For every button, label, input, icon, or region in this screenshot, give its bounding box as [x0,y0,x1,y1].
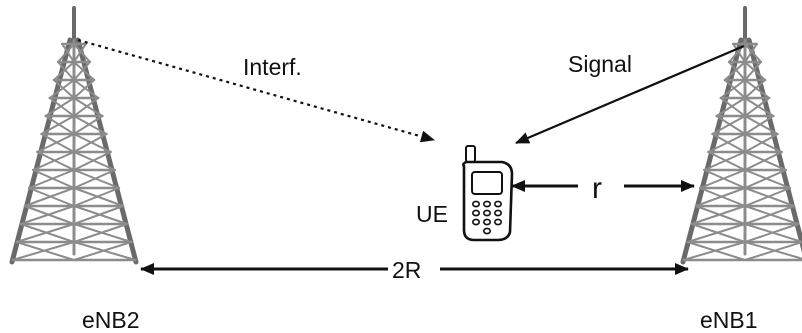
interference-label: Interf. [243,54,302,80]
interference-arrow [77,38,435,143]
enb2-tower-icon [9,6,139,265]
enb2-label: eNB2 [82,307,140,333]
ue-label: UE [416,201,448,227]
2r-distance-label: 2R [392,257,421,283]
enb1-label: eNB1 [700,307,758,333]
mobile-phone-icon [462,145,514,242]
signal-arrow [515,44,745,145]
r-distance-label: r [592,172,602,205]
enb1-tower-icon [680,6,802,265]
signal-label: Signal [568,51,632,77]
